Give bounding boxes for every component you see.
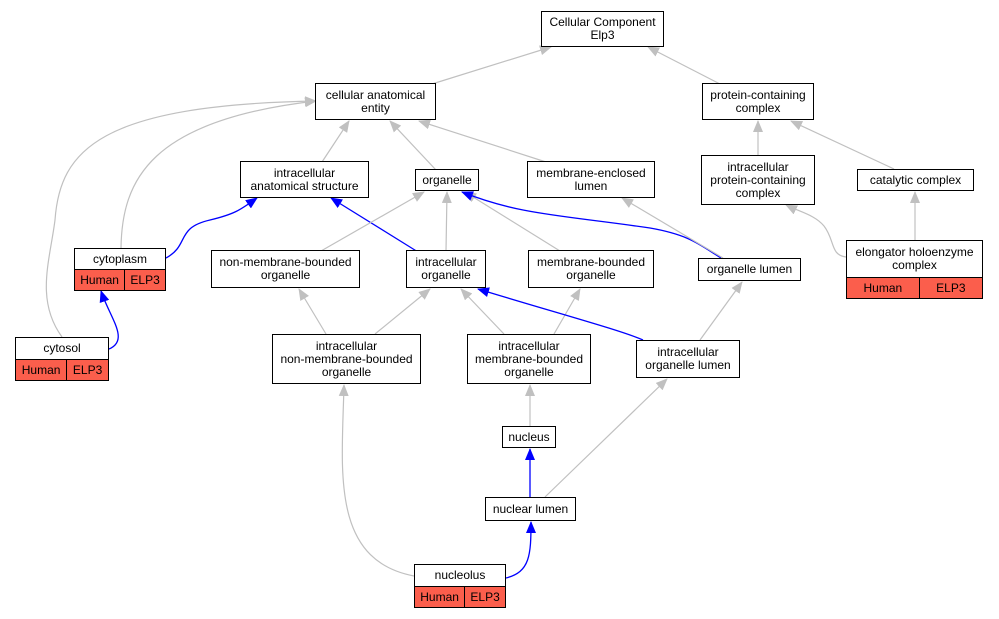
node-organelle-lumen[interactable]: organelle lumen [698, 258, 801, 281]
node-label: cytoplasm [92, 251, 148, 266]
species-badge: Human [415, 587, 465, 607]
edge-is-a-cytosol-to-cellular-anatomical-entity [45, 96, 317, 338]
edge-is-a-protein-containing-complex-to-cellular-component [647, 46, 721, 85]
node-cytosol[interactable]: cytosol Human ELP3 [15, 337, 109, 381]
node-label: cytosol [43, 341, 81, 355]
gene-badge: ELP3 [66, 360, 109, 380]
annotation-badges: Human ELP3 [847, 277, 983, 298]
edge-is-a-intracellular-non-membrane-bounded-organelle-to-intracellular-organelle [374, 288, 431, 335]
node-nucleolus[interactable]: nucleolus Human ELP3 [414, 564, 506, 608]
annotation-badges: Human ELP3 [75, 269, 166, 290]
node-intracellular-anatomical-structure[interactable]: intracellular anatomical structure [240, 161, 369, 198]
node-elongator-holoenzyme-complex[interactable]: elongator holoenzyme complex Human ELP3 [846, 240, 983, 299]
species-badge: Human [847, 278, 919, 298]
node-intracellular-organelle-lumen[interactable]: intracellular organelle lumen [636, 340, 740, 378]
annotation-badges: Human ELP3 [16, 359, 109, 380]
node-label: membrane-enclosed lumen [536, 165, 646, 193]
edge-is-a-membrane-enclosed-lumen-to-cellular-anatomical-entity [418, 119, 547, 163]
gene-badge: ELP3 [918, 278, 983, 298]
node-membrane-bounded-organelle[interactable]: membrane-bounded organelle [528, 250, 654, 288]
node-non-membrane-bounded-organelle[interactable]: non-membrane-bounded organelle [211, 250, 360, 288]
edge-is-a-membrane-bounded-organelle-to-organelle [464, 191, 561, 252]
species-badge: Human [16, 360, 67, 380]
node-label: Cellular Component Elp3 [549, 15, 656, 42]
gene-badge: ELP3 [124, 270, 166, 290]
gene-badge: ELP3 [464, 587, 506, 607]
node-cytoplasm[interactable]: cytoplasm Human ELP3 [74, 248, 166, 291]
edge-is-a-intracellular-membrane-bounded-organelle-to-intracellular-organelle [460, 288, 505, 335]
edge-part-of-intracellular-organelle-lumen-to-intracellular-organelle [477, 287, 644, 341]
node-label: intracellular membrane-bounded organelle [474, 338, 584, 379]
edge-is-a-intracellular-anatomical-structure-to-cellular-anatomical-entity [321, 120, 350, 163]
node-label: intracellular organelle [415, 255, 477, 282]
edge-part-of-cytoplasm-to-intracellular-anatomical-structure [165, 197, 258, 259]
edge-is-a-nuclear-lumen-to-intracellular-organelle-lumen [544, 378, 668, 498]
node-label: elongator holoenzyme complex [855, 245, 974, 272]
node-catalytic-complex[interactable]: catalytic complex [857, 169, 974, 191]
node-label: protein-containing complex [710, 87, 806, 115]
node-label: organelle lumen [706, 262, 793, 276]
node-intracellular-organelle[interactable]: intracellular organelle [406, 250, 486, 288]
edge-is-a-intracellular-membrane-bounded-organelle-to-membrane-bounded-organelle [553, 288, 581, 335]
node-label: intracellular non-membrane-bounded organ… [280, 338, 413, 379]
node-nucleus[interactable]: nucleus [502, 426, 556, 448]
node-label: intracellular organelle lumen [645, 345, 731, 372]
edge-is-a-nucleolus-to-intracellular-non-membrane-bounded-organelle [338, 384, 415, 577]
node-intracellular-non-membrane-bounded-organelle[interactable]: intracellular non-membrane-bounded organ… [272, 334, 421, 384]
node-label: cellular anatomical entity [325, 87, 426, 115]
edge-is-a-catalytic-complex-to-protein-containing-complex [790, 120, 895, 170]
edge-is-a-cytoplasm-to-cellular-anatomical-entity [120, 97, 317, 249]
edge-is-a-organelle-to-cellular-anatomical-entity [389, 120, 437, 171]
node-label: nuclear lumen [492, 501, 569, 516]
edge-part-of-intracellular-organelle-to-intracellular-anatomical-structure [330, 197, 419, 253]
node-cellular-anatomical-entity[interactable]: cellular anatomical entity [315, 83, 436, 120]
annotation-badges: Human ELP3 [415, 586, 506, 607]
node-label: nucleolus [434, 568, 486, 582]
species-badge: Human [75, 270, 125, 290]
edge-is-a-elongator-holoenzyme-complex-to-intracellular-protein-containing-complex [785, 204, 847, 258]
node-protein-containing-complex[interactable]: protein-containing complex [702, 83, 814, 120]
edge-is-a-intracellular-non-membrane-bounded-organelle-to-non-membrane-bounded-organelle [298, 288, 327, 335]
node-label: nucleus [508, 429, 550, 444]
edge-is-a-organelle-lumen-to-membrane-enclosed-lumen [621, 197, 724, 259]
node-label: non-membrane-bounded organelle [219, 255, 352, 282]
edge-is-a-non-membrane-bounded-organelle-to-organelle [320, 191, 425, 252]
edge-is-a-cellular-anatomical-entity-to-cellular-component [431, 45, 552, 85]
node-label: intracellular protein-containing complex [710, 159, 806, 200]
edge-is-a-intracellular-organelle-to-organelle [441, 191, 452, 252]
node-label: catalytic complex [869, 172, 962, 187]
edge-is-a-intracellular-organelle-lumen-to-organelle-lumen [699, 281, 743, 341]
node-nuclear-lumen[interactable]: nuclear lumen [485, 497, 576, 521]
node-cellular-component[interactable]: Cellular Component Elp3 [541, 11, 664, 47]
node-label: organelle [422, 172, 472, 187]
node-organelle[interactable]: organelle [415, 169, 479, 191]
node-intracellular-membrane-bounded-organelle[interactable]: intracellular membrane-bounded organelle [467, 334, 591, 384]
node-membrane-enclosed-lumen[interactable]: membrane-enclosed lumen [527, 161, 655, 198]
node-intracellular-protein-containing-complex[interactable]: intracellular protein-containing complex [701, 155, 815, 205]
edge-part-of-cytosol-to-cytoplasm [99, 290, 119, 350]
node-label: intracellular anatomical structure [250, 165, 359, 193]
edge-part-of-nucleolus-to-nuclear-lumen [505, 521, 536, 579]
node-label: membrane-bounded organelle [536, 255, 646, 282]
